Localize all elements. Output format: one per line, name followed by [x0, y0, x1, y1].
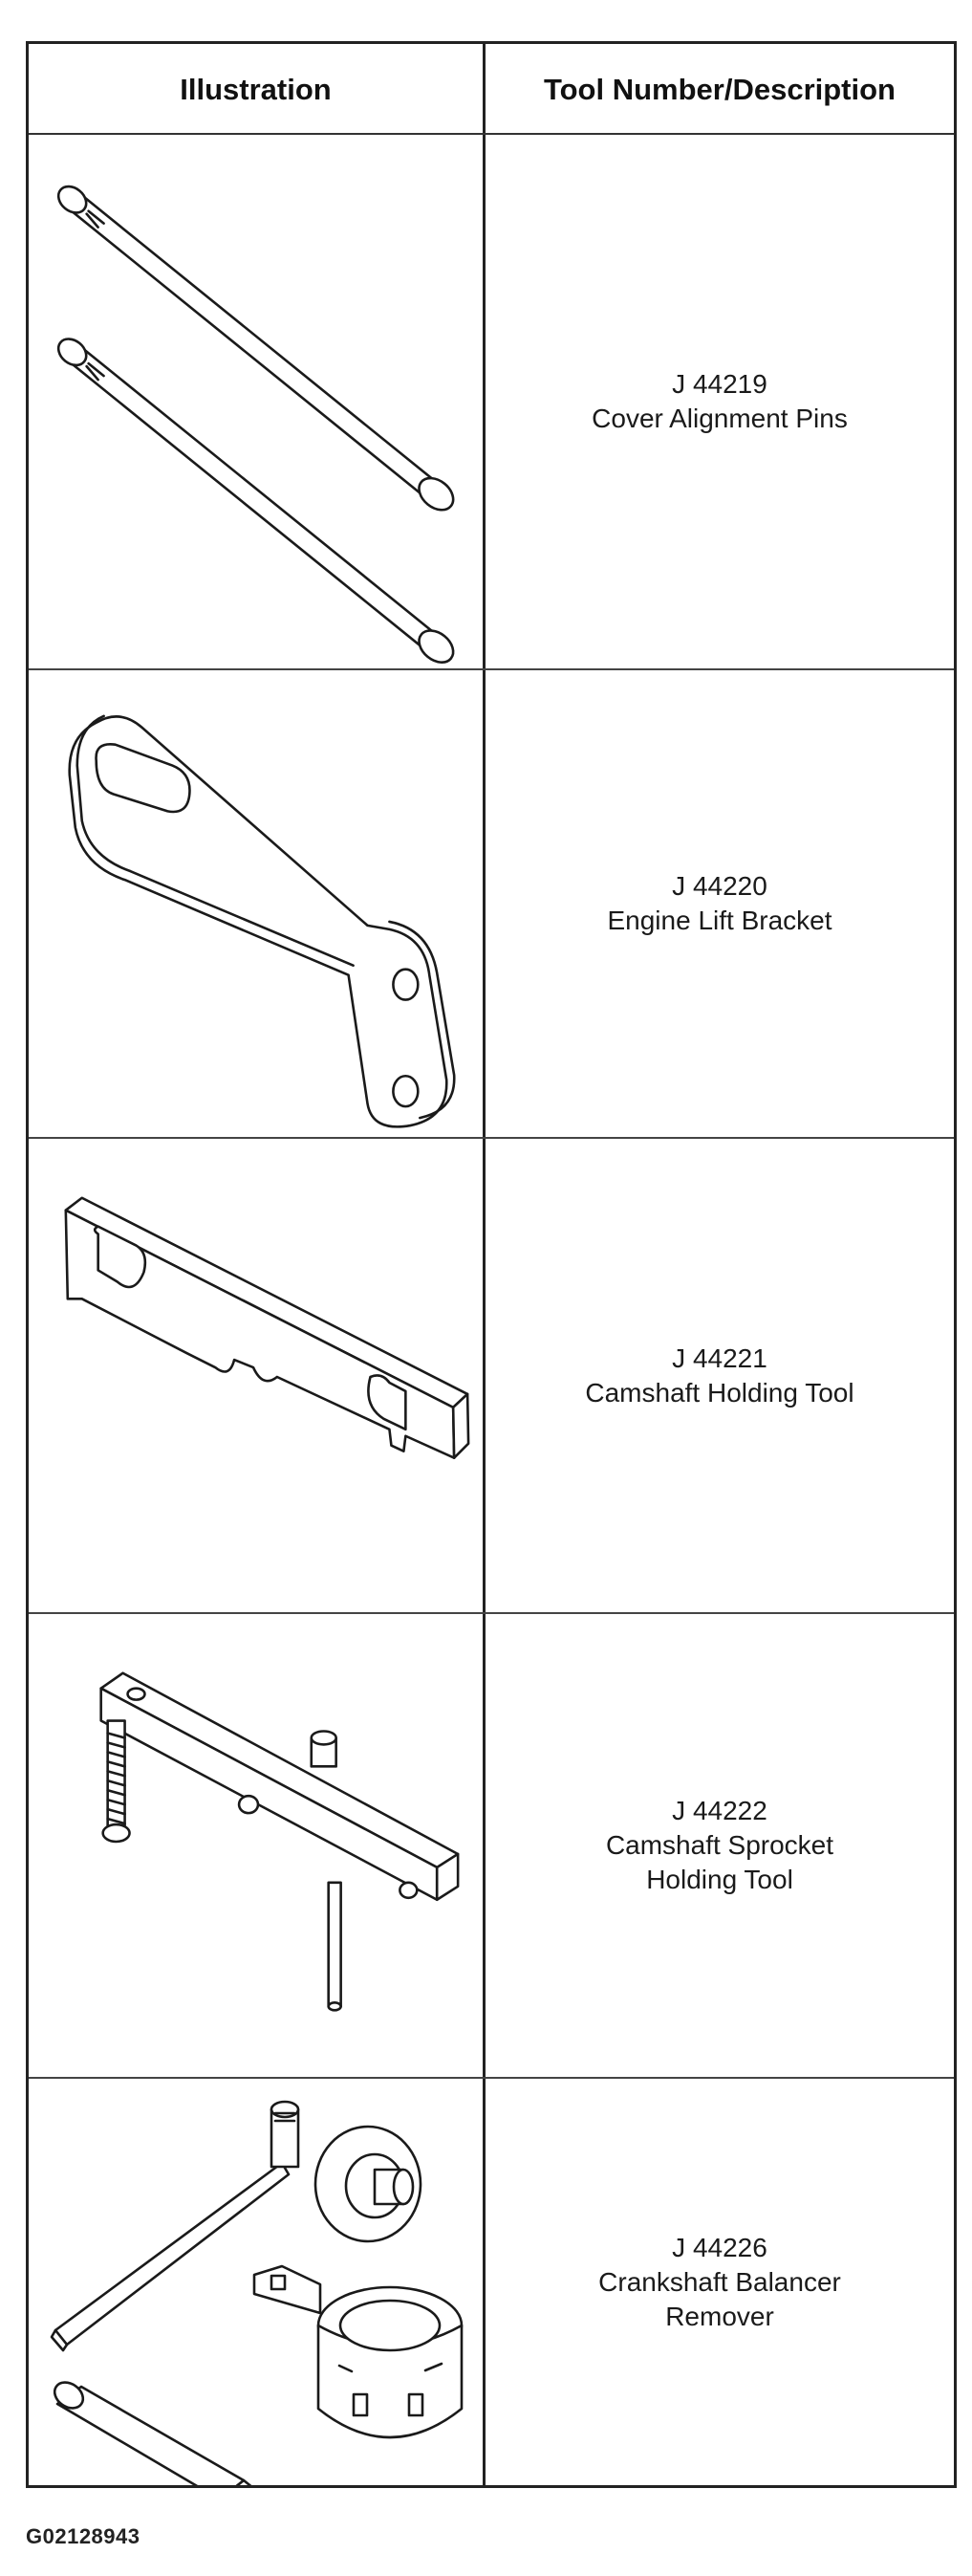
tool-description: J 44220 Engine Lift Bracket [486, 670, 954, 1137]
illustration-header: Illustration [180, 72, 332, 106]
sprocket-holding-tool-icon [29, 1614, 483, 2077]
tool-number: J 44226 [672, 2232, 767, 2262]
figure-id: G02128943 [26, 2524, 140, 2548]
tool-name-line-2: Holding Tool [646, 1865, 793, 1894]
alignment-pins-icon [29, 135, 483, 668]
special-tools-table: Illustration Tool Number/Description [26, 41, 957, 2488]
tool-number: J 44219 [672, 369, 767, 399]
tool-number: J 44222 [672, 1796, 767, 1825]
table-row: J 44222 Camshaft Sprocket Holding Tool [29, 1614, 954, 2079]
tool-number: J 44221 [672, 1343, 767, 1373]
tool-description: J 44221 Camshaft Holding Tool [486, 1139, 954, 1612]
table-header: Illustration Tool Number/Description [29, 44, 954, 135]
table-row: J 44221 Camshaft Holding Tool [29, 1139, 954, 1614]
table-row: J 44219 Cover Alignment Pins [29, 135, 954, 670]
tool-name: Engine Lift Bracket [607, 906, 832, 935]
tool-description: J 44222 Camshaft Sprocket Holding Tool [486, 1614, 954, 2077]
tool-description: J 44219 Cover Alignment Pins [486, 135, 954, 668]
tool-name-line-1: Crankshaft Balancer [598, 2266, 841, 2297]
tool-description-header: Tool Number/Description [543, 72, 896, 106]
tool-number: J 44220 [672, 871, 767, 901]
column-divider [483, 44, 486, 2485]
table-row: J 44220 Engine Lift Bracket [29, 670, 954, 1139]
tool-name: Camshaft Holding Tool [585, 1377, 854, 1408]
lift-bracket-icon [29, 670, 483, 1137]
tool-name-line-1: Camshaft Sprocket [605, 1830, 834, 1860]
tool-name: Cover Alignment Pins [592, 404, 848, 433]
balancer-remover-icon [29, 2079, 483, 2485]
camshaft-holding-tool-icon [29, 1139, 483, 1612]
table-row: J 44226 Crankshaft Balancer Remover [29, 2079, 954, 2485]
tool-description: J 44226 Crankshaft Balancer Remover [486, 2079, 954, 2485]
tool-name-line-2: Remover [665, 2301, 774, 2331]
